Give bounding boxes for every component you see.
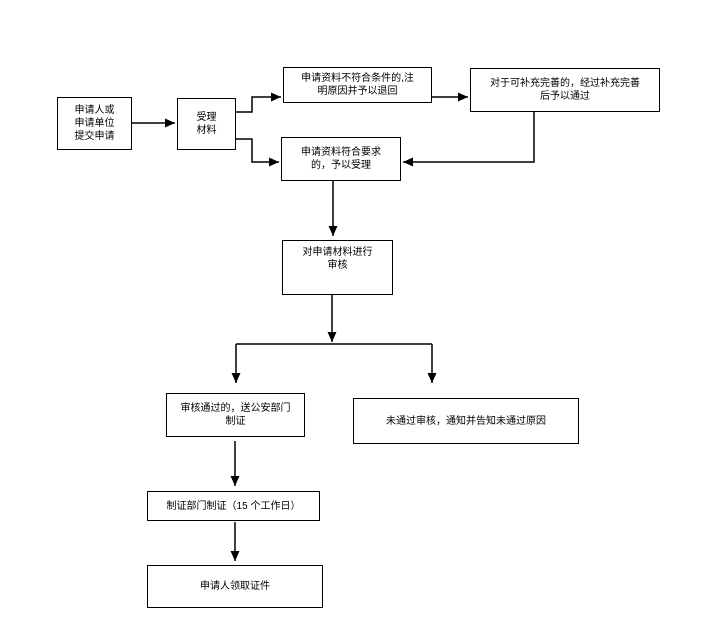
node-review-approved: 审核通过的，送公安部门 制证 — [166, 393, 305, 437]
node-receive-certificate-label: 申请人领取证件 — [200, 581, 270, 592]
node-meets-requirements: 申请资料符合要求 的，予以受理 — [281, 137, 401, 181]
node-applicant: 申请人或 申请单位 提交申请 — [57, 97, 132, 150]
node-review-materials-label: 对申请材料进行 审核 — [302, 247, 373, 271]
node-card-production: 制证部门制证（15 个工作日） — [147, 491, 320, 521]
node-supplement-pass: 对于可补充完善的，经过补充完善 后予以通过 — [470, 68, 660, 112]
edge-supplement-meets — [403, 112, 535, 167]
node-receive-certificate: 申请人领取证件 — [147, 565, 323, 608]
node-card-production-label: 制证部门制证（15 个工作日） — [166, 500, 301, 512]
node-reject-return-label: 申请资料不符合条件的,注 明原因并予以退回 — [301, 73, 414, 97]
node-applicant-label: 申请人或 申请单位 提交申请 — [74, 105, 115, 142]
node-meets-requirements-label: 申请资料符合要求 的，予以受理 — [301, 147, 381, 171]
edge-accept-meets — [236, 138, 279, 167]
node-review-not-approved: 未通过审核，通知并告知未通过原因 — [353, 398, 579, 444]
node-review-materials: 对申请材料进行 审核 — [282, 240, 393, 295]
node-review-approved-label: 审核通过的，送公安部门 制证 — [180, 403, 291, 427]
node-accept-material: 受理 材料 — [177, 98, 236, 150]
node-supplement-pass-label: 对于可补充完善的，经过补充完善 后予以通过 — [490, 78, 640, 102]
node-accept-material-label: 受理 材料 — [196, 112, 217, 136]
edge-accept-reject — [236, 92, 281, 113]
node-reject-return: 申请资料不符合条件的,注 明原因并予以退回 — [283, 67, 432, 103]
node-review-not-approved-label: 未通过审核，通知并告知未通过原因 — [386, 415, 546, 427]
